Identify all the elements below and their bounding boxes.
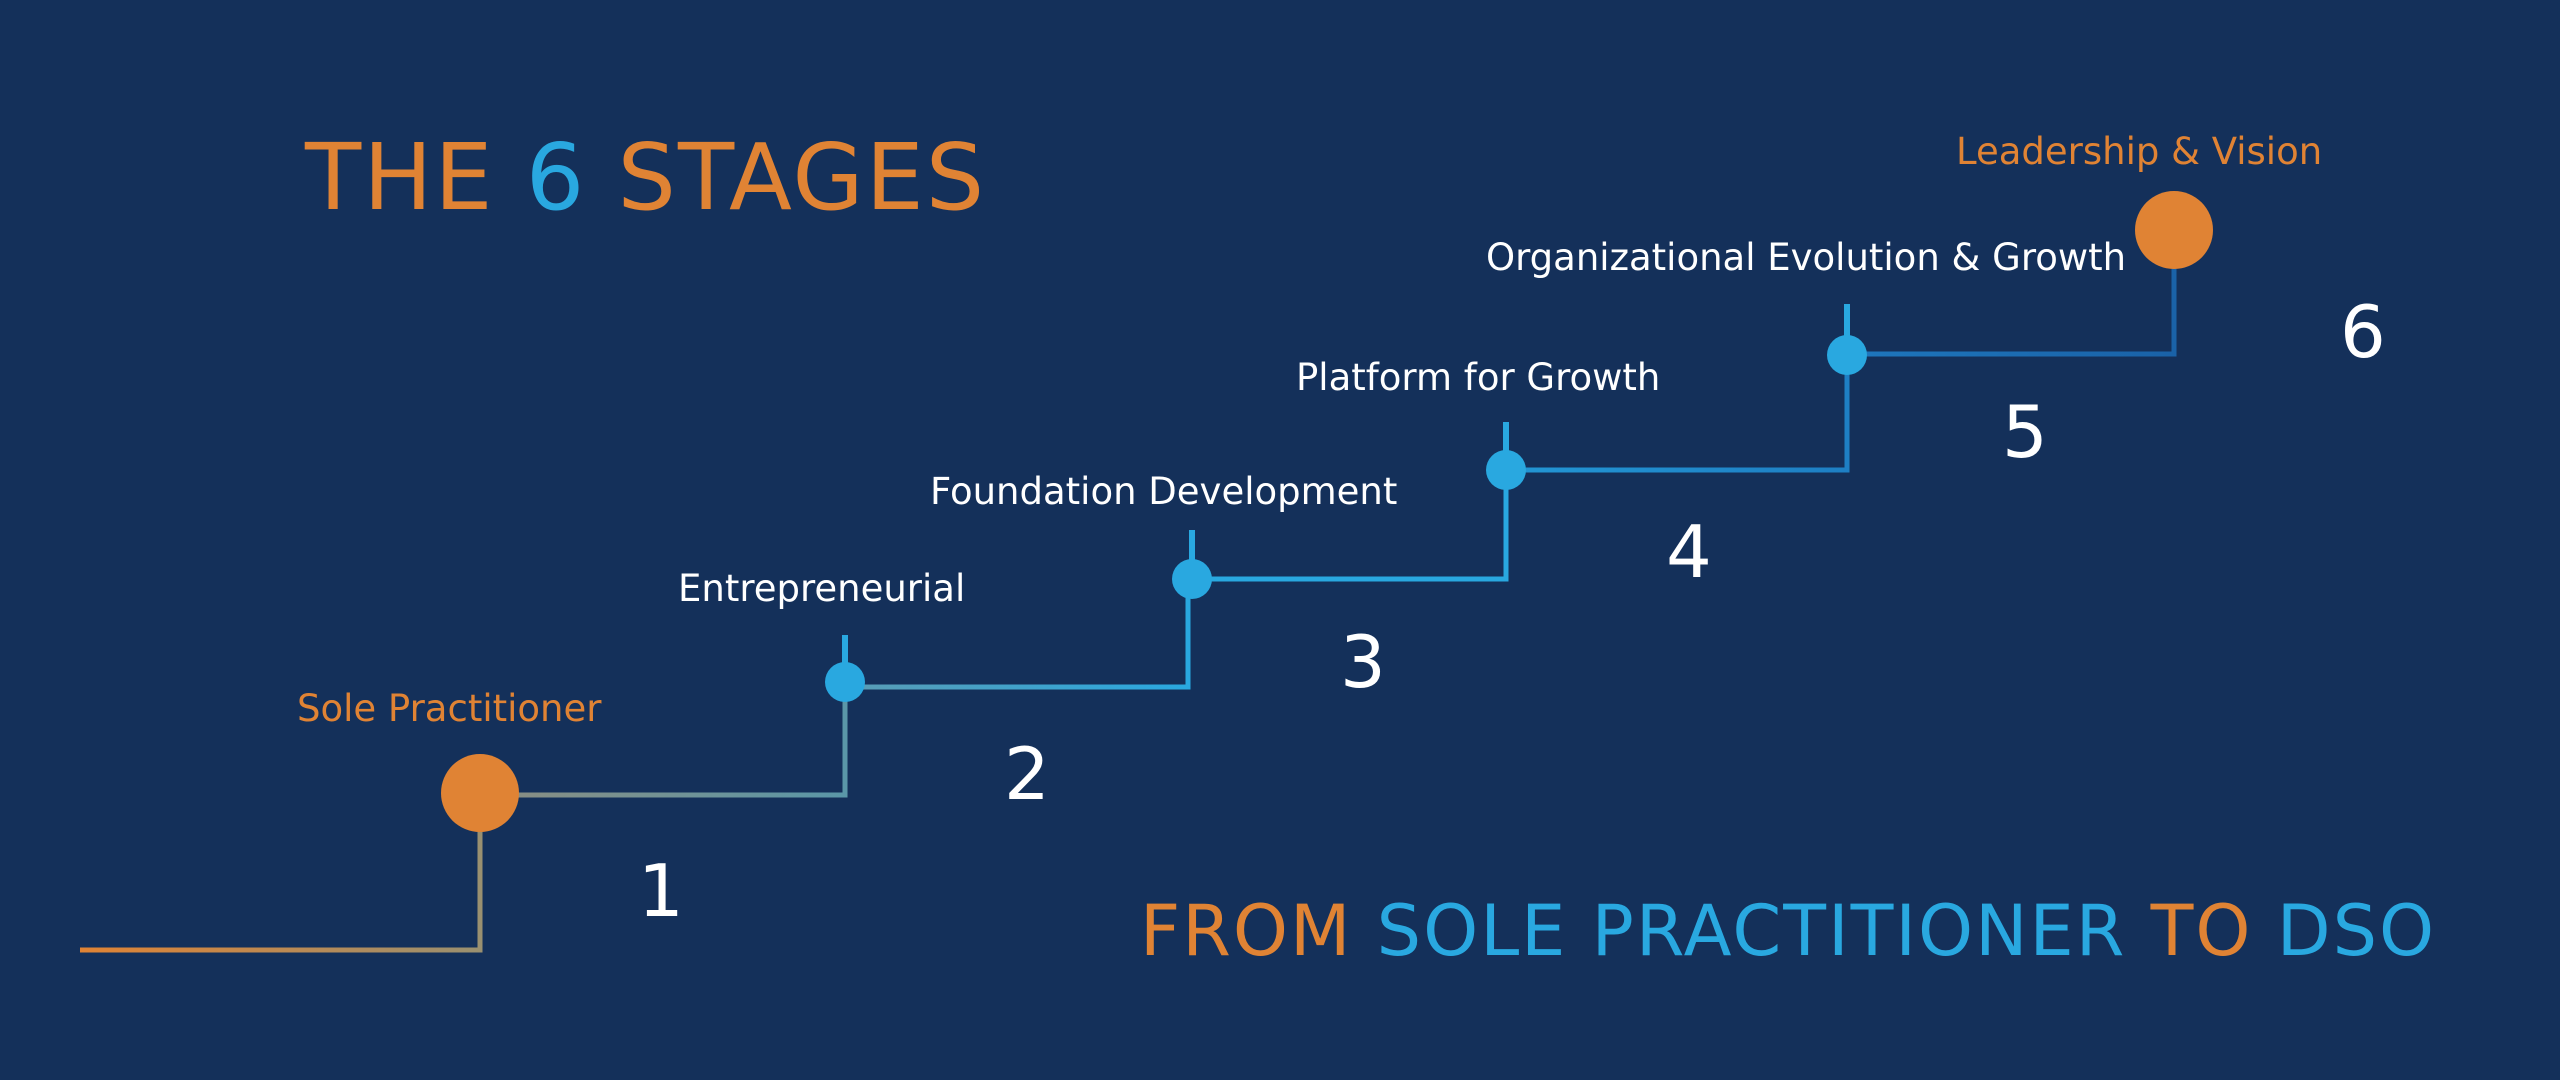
stage-label-1: Sole Practitioner (297, 687, 602, 730)
node-stage-2 (825, 662, 865, 702)
node-stage-3 (1172, 559, 1212, 599)
node-stage-4 (1486, 450, 1526, 490)
page-title: THE 6 STAGES (305, 132, 986, 224)
stair-line-step-1 (480, 683, 848, 798)
stage-label-3: Foundation Development (930, 470, 1398, 513)
stair-line-step-2 (845, 580, 1191, 690)
stair-line-step-5 (1847, 232, 2177, 357)
title-number: 6 (525, 124, 587, 231)
stair-line-base (80, 792, 483, 953)
stage-number-5: 5 (2002, 390, 2048, 474)
node-stage-5 (1827, 335, 1867, 375)
subtitle-part-4: DSO (2276, 890, 2437, 972)
subtitle-part-2: SOLE PRACTITIONER (1376, 890, 2127, 972)
stage-label-6: Leadership & Vision (1956, 130, 2323, 173)
page-subtitle: FROM SOLE PRACTITIONER TO DSO (1140, 896, 2436, 966)
subtitle-part-1: FROM (1140, 890, 1377, 972)
stage-number-2: 2 (1004, 732, 1050, 816)
stage-number-1: 1 (638, 849, 684, 933)
node-stage-1 (441, 754, 519, 832)
subtitle-part-3: TO (2126, 890, 2277, 972)
stair-line-step-4 (1506, 357, 1850, 473)
title-part-2: STAGES (586, 124, 987, 231)
node-stage-6 (2135, 191, 2213, 269)
stage-label-4: Platform for Growth (1296, 356, 1661, 399)
stage-number-4: 4 (1666, 510, 1712, 594)
stage-number-6: 6 (2340, 290, 2386, 374)
stage-label-5: Organizational Evolution & Growth (1486, 236, 2127, 279)
stage-label-2: Entrepreneurial (678, 567, 966, 610)
stage-number-3: 3 (1340, 620, 1386, 704)
title-part-1: THE (305, 124, 526, 231)
stair-line-step-3 (1192, 470, 1509, 582)
